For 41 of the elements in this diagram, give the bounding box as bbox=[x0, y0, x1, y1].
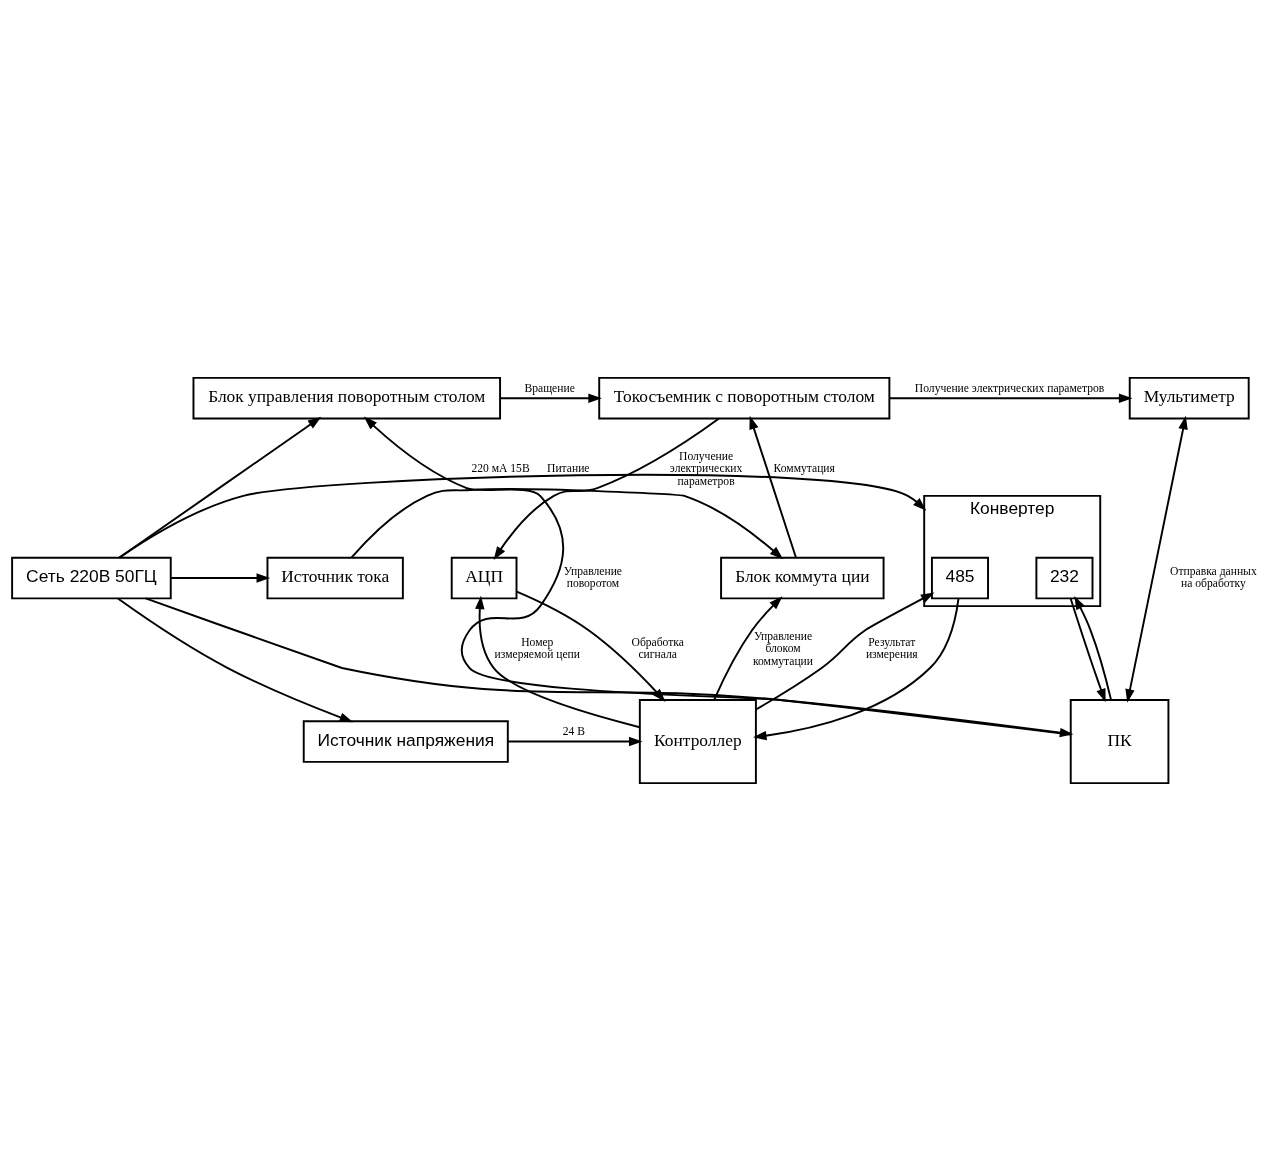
node-box: Контроллер bbox=[638, 698, 757, 784]
node-box: Токосъемник с поворотным столом bbox=[598, 376, 891, 419]
arrow bbox=[499, 392, 602, 403]
arrow bbox=[1069, 597, 1106, 702]
edge-label: Результат измерения bbox=[865, 635, 918, 661]
arrow bbox=[888, 392, 1133, 403]
arrow bbox=[753, 597, 960, 740]
edge-label: Получение электрических параметров bbox=[669, 449, 743, 488]
arrow bbox=[116, 597, 354, 722]
edge-label: Вращение bbox=[524, 381, 575, 395]
node-box: ПК bbox=[1069, 698, 1170, 784]
edge-label: Отправка данных на обработку bbox=[1170, 564, 1257, 590]
node-box: Источник напряжения bbox=[302, 719, 509, 763]
node-box: Блок управления поворотным столом bbox=[192, 376, 502, 419]
edge-label: 24 В bbox=[562, 724, 585, 738]
arrow bbox=[475, 595, 641, 728]
node-box: Источник тока bbox=[266, 556, 404, 599]
edge-label: Обработка сигнала bbox=[631, 635, 684, 661]
edge-label: Получение электрических параметров bbox=[914, 381, 1105, 395]
arrow bbox=[506, 736, 643, 746]
arrow bbox=[749, 415, 797, 559]
node-box: 485 bbox=[930, 556, 989, 599]
arrow bbox=[1125, 415, 1188, 703]
edge-label: 220 мА 15В bbox=[471, 461, 530, 475]
node-box: 232 bbox=[1035, 556, 1094, 599]
node-box: АЦП bbox=[450, 556, 518, 599]
arrow bbox=[350, 487, 784, 559]
edge-label: Номер измеряемой цепи bbox=[494, 635, 580, 661]
edge-label: Управление блоком коммутации bbox=[752, 629, 814, 668]
arrow bbox=[118, 473, 927, 559]
arrow bbox=[493, 417, 720, 560]
node-box: Блок коммута ции bbox=[720, 556, 885, 599]
arrow bbox=[169, 572, 271, 583]
node-box: Мультиметр bbox=[1128, 376, 1250, 419]
arrow bbox=[713, 595, 783, 701]
node-box: Сеть 220В 50ГЦ bbox=[11, 556, 172, 599]
arrow bbox=[1074, 595, 1112, 701]
edge-label: Коммутация bbox=[773, 461, 835, 475]
edge-label: Питание bbox=[547, 461, 590, 475]
arrow bbox=[755, 592, 935, 710]
edge-label: Управление поворотом bbox=[563, 564, 622, 590]
